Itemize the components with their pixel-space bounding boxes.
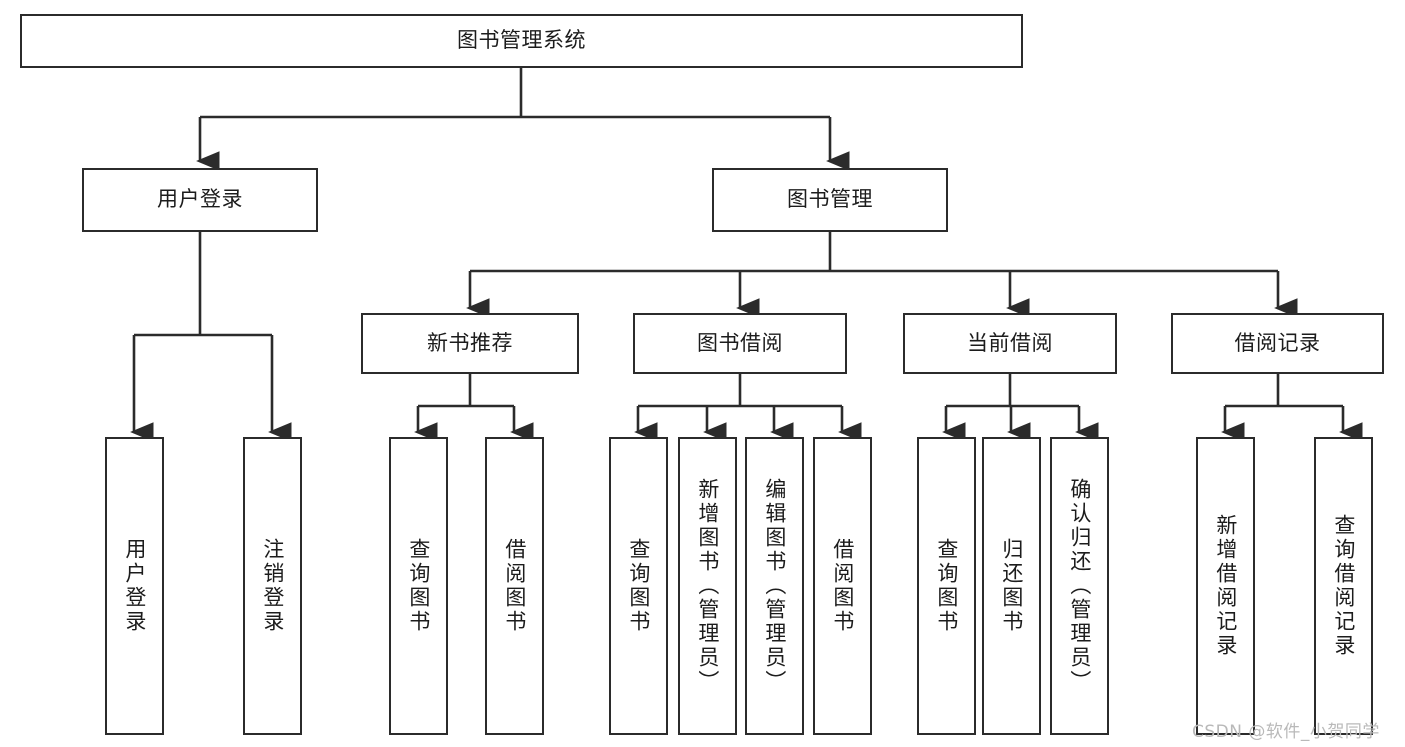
leaf-borrow-book-2-label: 借阅图书 xyxy=(830,538,855,634)
leaf-query-book-2-label: 查询图书 xyxy=(626,538,651,634)
node-book-borrow-label: 图书借阅 xyxy=(697,330,783,355)
leaf-add-record[interactable]: 新增借阅记录 xyxy=(1196,437,1255,735)
leaf-add-book-label: 新增图书（管理员） xyxy=(695,478,720,694)
leaf-query-record-label: 查询借阅记录 xyxy=(1331,514,1356,658)
leaf-user-logout-label: 注销登录 xyxy=(260,538,285,634)
node-book-borrow[interactable]: 图书借阅 xyxy=(633,313,847,374)
leaf-add-book[interactable]: 新增图书（管理员） xyxy=(678,437,737,735)
node-user-login-label: 用户登录 xyxy=(157,187,243,212)
leaf-user-login-label: 用户登录 xyxy=(122,538,147,634)
node-book-manage-label: 图书管理 xyxy=(787,187,873,212)
leaf-return-book-label: 归还图书 xyxy=(999,538,1024,634)
node-new-book-recommend[interactable]: 新书推荐 xyxy=(361,313,579,374)
leaf-edit-book[interactable]: 编辑图书（管理员） xyxy=(745,437,804,735)
leaf-query-book-3-label: 查询图书 xyxy=(934,538,959,634)
node-book-manage[interactable]: 图书管理 xyxy=(712,168,948,232)
leaf-borrow-book-2[interactable]: 借阅图书 xyxy=(813,437,872,735)
leaf-add-record-label: 新增借阅记录 xyxy=(1213,514,1238,658)
leaf-edit-book-label: 编辑图书（管理员） xyxy=(762,478,787,694)
leaf-confirm-return[interactable]: 确认归还（管理员） xyxy=(1050,437,1109,735)
leaf-return-book[interactable]: 归还图书 xyxy=(982,437,1041,735)
node-borrow-record-label: 借阅记录 xyxy=(1234,330,1321,355)
node-root[interactable]: 图书管理系统 xyxy=(20,14,1023,68)
leaf-user-logout[interactable]: 注销登录 xyxy=(243,437,302,735)
node-borrow-record[interactable]: 借阅记录 xyxy=(1171,313,1384,374)
leaf-query-record[interactable]: 查询借阅记录 xyxy=(1314,437,1373,735)
leaf-borrow-book-1[interactable]: 借阅图书 xyxy=(485,437,544,735)
node-root-label: 图书管理系统 xyxy=(457,28,586,53)
leaf-borrow-book-1-label: 借阅图书 xyxy=(502,538,527,634)
leaf-user-login[interactable]: 用户登录 xyxy=(105,437,164,735)
leaf-query-book-1[interactable]: 查询图书 xyxy=(389,437,448,735)
node-current-borrow[interactable]: 当前借阅 xyxy=(903,313,1117,374)
csdn-watermark: CSDN @软件_小贺同学 xyxy=(1192,722,1380,742)
leaf-query-book-3[interactable]: 查询图书 xyxy=(917,437,976,735)
node-current-borrow-label: 当前借阅 xyxy=(967,330,1053,355)
node-new-book-recommend-label: 新书推荐 xyxy=(427,330,513,355)
leaf-query-book-1-label: 查询图书 xyxy=(406,538,431,634)
leaf-confirm-return-label: 确认归还（管理员） xyxy=(1067,478,1092,694)
node-user-login[interactable]: 用户登录 xyxy=(82,168,318,232)
leaf-query-book-2[interactable]: 查询图书 xyxy=(609,437,668,735)
